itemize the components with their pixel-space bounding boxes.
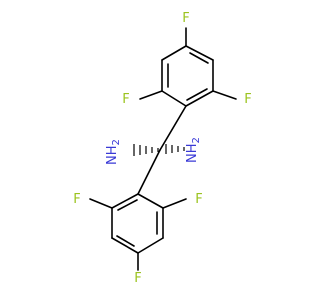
- c-c-bond: [137, 149, 161, 195]
- fluorine-label: F: [195, 192, 202, 207]
- amine-label: NH2: [185, 137, 202, 163]
- fluorine-label: F: [134, 271, 141, 286]
- amine-label: NH2: [105, 139, 122, 165]
- fluorine-label: F: [244, 92, 251, 107]
- cf-bond: [89, 198, 113, 209]
- fluorine-label: F: [182, 11, 189, 26]
- ring-double-bond: [189, 52, 209, 64]
- diamine-bridge: [133, 105, 187, 195]
- amine-group-left: NH2: [105, 139, 122, 165]
- upper-aryl-ring: [139, 27, 237, 107]
- ring-bond: [161, 45, 187, 61]
- ring-double-bond: [117, 199, 138, 211]
- hashed-wedge-left: [133, 144, 159, 156]
- ring-bond: [137, 237, 164, 254]
- fluorine-label: F: [122, 92, 129, 107]
- lower-aryl-ring: [89, 193, 187, 271]
- cf-bond: [212, 90, 237, 100]
- ring-bond: [185, 45, 214, 61]
- ring-bond: [137, 193, 164, 209]
- ring-bond: [161, 90, 187, 107]
- cf-bond: [162, 198, 187, 209]
- ring-bond: [185, 90, 214, 107]
- hashed-wedge-right: [165, 144, 185, 154]
- ring-double-bond: [186, 88, 208, 101]
- cf-bond: [139, 90, 163, 100]
- fluorine-label: F: [73, 192, 80, 207]
- amine-group-right: NH2: [185, 137, 202, 163]
- ring-bond: [111, 193, 139, 209]
- structure-diagram: F F F F F F NH2 NH2: [73, 11, 251, 286]
- c-c-bond: [159, 105, 187, 151]
- molecule-drawing: F F F F F F NH2 NH2: [73, 11, 251, 286]
- ring-double-bond: [116, 235, 135, 247]
- ring-bond: [111, 237, 139, 254]
